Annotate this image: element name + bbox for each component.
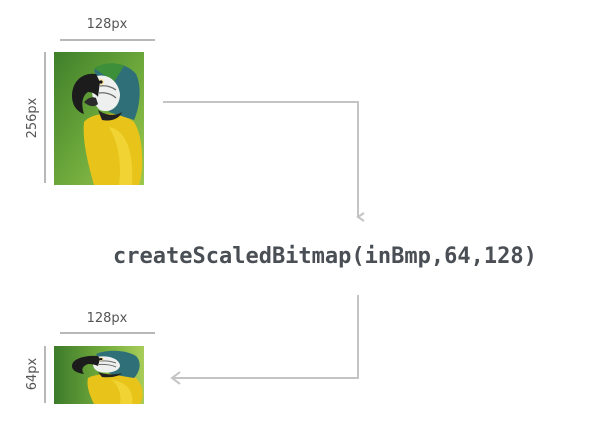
function-call-code: createScaledBitmap(inBmp,64,128) — [113, 244, 537, 269]
flow-arrow-to-result — [172, 295, 359, 379]
arrow-left-head-icon — [170, 371, 181, 385]
result-parrot-image — [54, 346, 144, 404]
flow-arrow-to-function — [163, 101, 365, 222]
result-width-label: 128px — [87, 311, 128, 326]
source-width-label: 128px — [87, 17, 128, 32]
source-height-label: 256px — [25, 97, 40, 138]
source-height-dimension: 256px — [25, 52, 46, 183]
result-height-dimension: 64px — [25, 346, 46, 403]
result-width-dimension: 128px — [60, 311, 155, 334]
result-height-label: 64px — [25, 357, 40, 390]
source-parrot-image — [54, 52, 144, 185]
source-width-dimension: 128px — [60, 17, 155, 41]
